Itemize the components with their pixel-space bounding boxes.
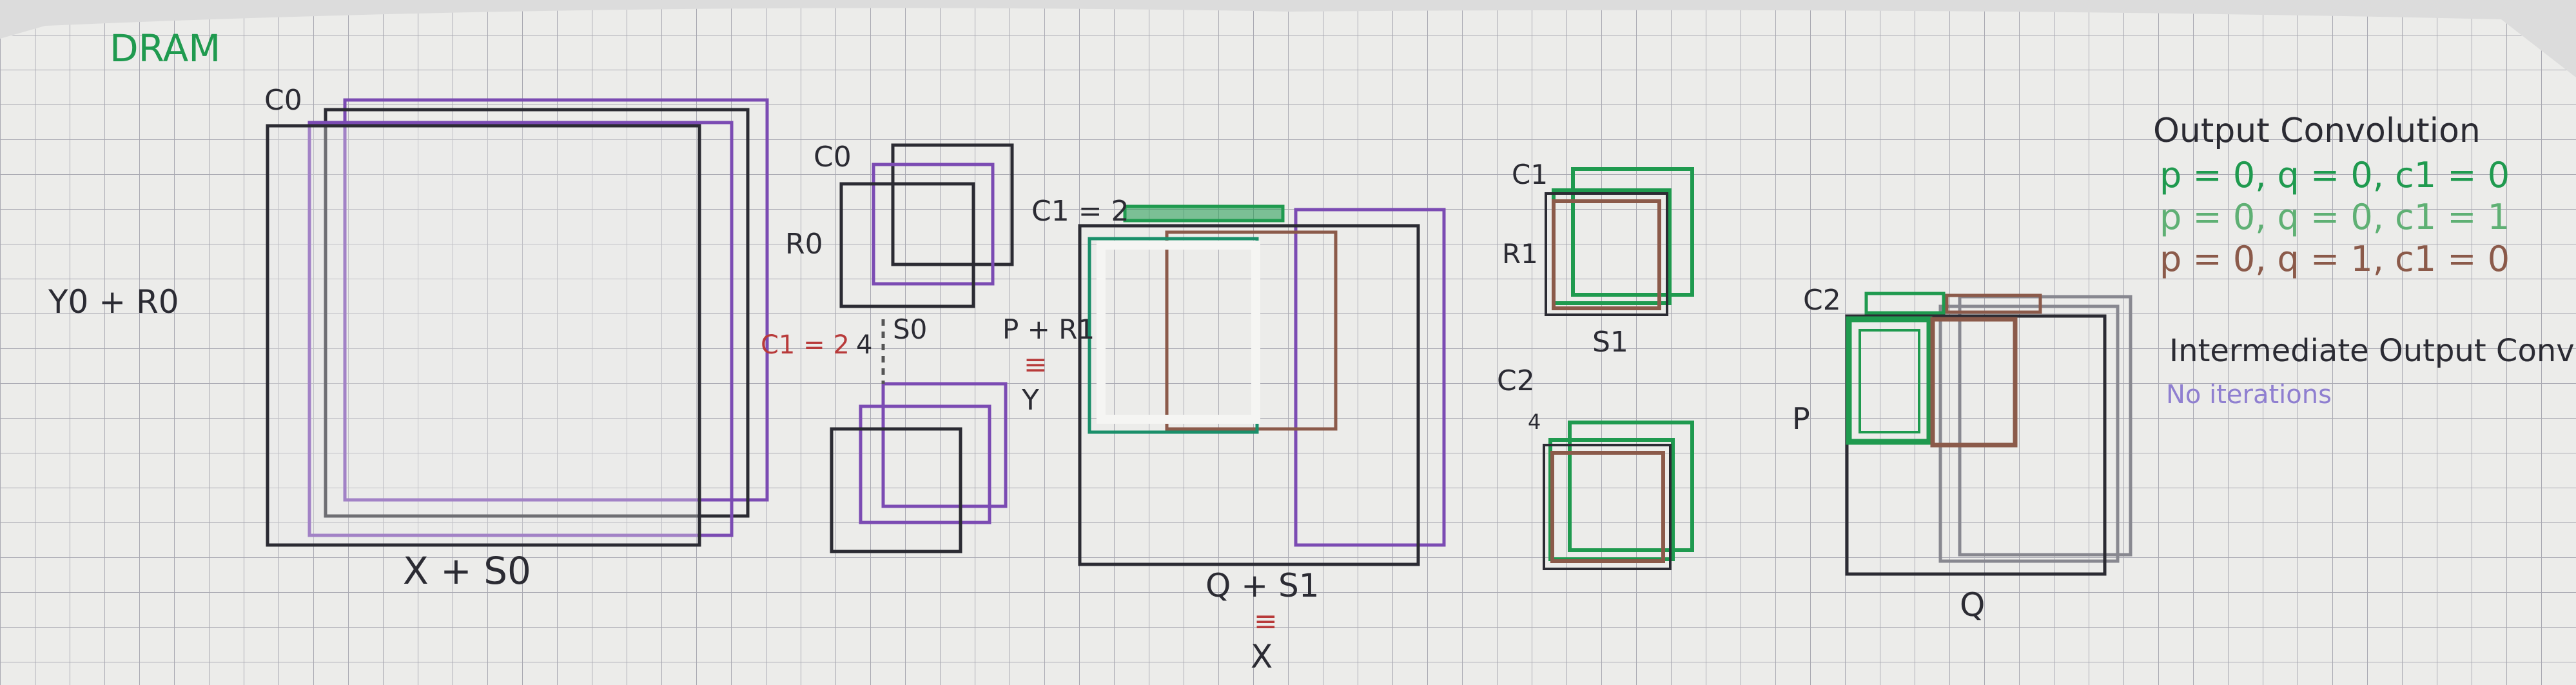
iteration-2: p = 0, q = 1, c1 = 0 <box>2160 239 2510 279</box>
mid-channel-label: C1 = 2 <box>1031 195 1129 228</box>
mid-top-strip <box>1125 206 1283 221</box>
weights0-height-label: R0 <box>785 228 823 261</box>
weights0-width-label: S0 <box>893 313 927 345</box>
mid-width-label: Q + S1 <box>1205 567 1320 604</box>
iteration-1: p = 0, q = 0, c1 = 1 <box>2160 197 2510 237</box>
intermediate-conv-title: Intermediate Output Conv <box>2169 333 2575 369</box>
output-channel-label: C2 <box>1803 284 1841 317</box>
weights2-channel-label: C2 <box>1497 364 1535 397</box>
input-front-plane <box>268 126 699 545</box>
output-height-label: P <box>1792 401 1810 436</box>
mid-width-alias: X <box>1251 638 1273 675</box>
dram-label: DRAM <box>110 26 220 70</box>
mid-width-equiv: ≡ <box>1254 605 1278 638</box>
weights2-count-number: 4 <box>1528 410 1541 434</box>
input-channel-label: C0 <box>264 84 302 117</box>
output-width-label: Q <box>1960 586 1985 624</box>
weights0-count-label: C1 = 2 <box>761 330 850 360</box>
input-height-label: Y0 + R0 <box>48 283 179 321</box>
input-width-label: X + S0 <box>403 549 531 593</box>
weights0-channel-label: C0 <box>814 141 852 174</box>
input-tensor <box>268 100 767 545</box>
mid-height-label: P + R1 <box>1002 313 1095 345</box>
no-iterations-note: No iterations <box>2166 380 2332 410</box>
weights1-channel-label: C1 <box>1512 159 1548 190</box>
mid-height-alias: Y <box>1021 384 1039 417</box>
weights1-width-label: S1 <box>1592 326 1628 359</box>
mid-height-equiv: ≡ <box>1024 348 1048 381</box>
output-conv-title: Output Convolution <box>2153 112 2481 150</box>
weights0-count-number: 4 <box>856 330 872 360</box>
weights1-height-label: R1 <box>1502 238 1538 270</box>
iteration-0: p = 0, q = 0, c1 = 0 <box>2160 155 2510 195</box>
